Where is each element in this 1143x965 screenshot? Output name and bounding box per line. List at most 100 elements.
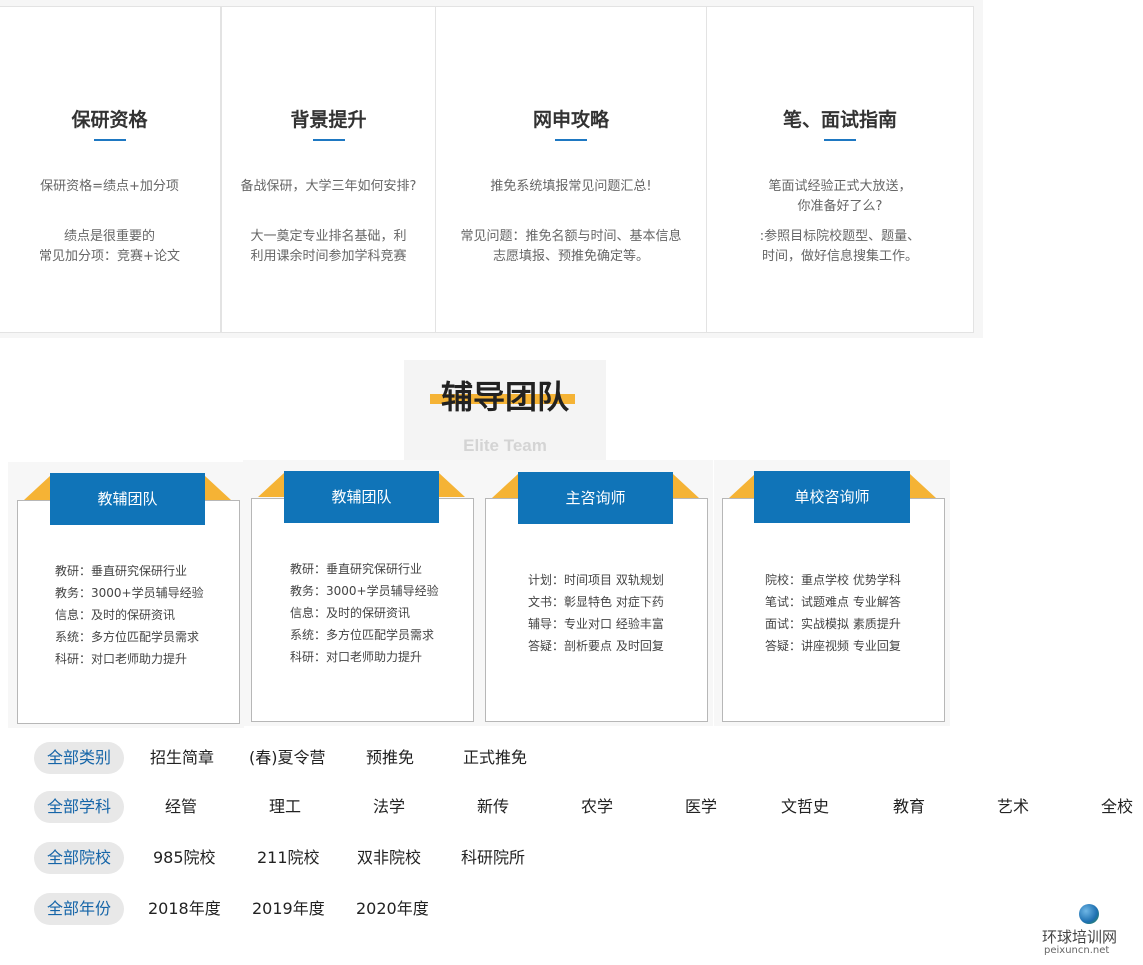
team-card-item: 科研：对口老师助力提升 — [55, 652, 188, 666]
team-section-title: 辅导团队 — [440, 378, 569, 416]
filter-option[interactable]: 农学 — [581, 797, 614, 816]
corner-tab-left — [24, 476, 50, 500]
team-section-subtitle: Elite Team — [463, 436, 547, 455]
team-card-title: 主咨询师 — [518, 472, 673, 524]
filter-option[interactable]: 211院校 — [257, 848, 320, 867]
feature-card-text: 大一奠定专业排名基础，利 — [250, 229, 407, 244]
team-section-heading: 辅导团队 Elite Team — [404, 360, 606, 462]
feature-card-text: 利用课余时间参加学科竞赛 — [250, 249, 407, 264]
team-card-body — [17, 500, 240, 724]
filter-option[interactable]: 新传 — [477, 797, 510, 816]
team-card-item: 文书：彰显特色 对症下药 — [528, 595, 664, 609]
filter-option[interactable]: 招生简章 — [150, 748, 215, 767]
team-card-item: 教研：垂直研究保研行业 — [290, 562, 423, 576]
corner-tab-left — [729, 474, 755, 498]
filter-option[interactable]: 985院校 — [153, 848, 216, 867]
feature-card-qualification[interactable]: 保研资格 保研资格=绩点+加分项 绩点是很重要的 常见加分项：竞赛+论文 — [0, 6, 221, 333]
filter-option[interactable]: 理工 — [269, 797, 302, 816]
feature-card-background[interactable]: 背景提升 备战保研，大学三年如何安排? 大一奠定专业排名基础，利 利用课余时间参… — [221, 6, 436, 333]
team-card-tutoring-1[interactable]: 教辅团队 教研：垂直研究保研行业 教务：3000+学员辅导经验 信息：及时的保研… — [8, 462, 244, 728]
filter-all-institution-button[interactable]: 全部院校 — [34, 842, 124, 874]
filter-row-category: 全部类别 招生简章 (春)夏令营 预推免 正式推免 — [0, 738, 1143, 778]
heading-highlight — [430, 394, 575, 404]
filter-row-year: 全部年份 2018年度 2019年度 2020年度 — [0, 889, 1143, 929]
feature-card-text: 常见加分项：竞赛+论文 — [39, 249, 180, 264]
filter-option[interactable]: 科研院所 — [461, 848, 526, 867]
filter-all-year-button[interactable]: 全部年份 — [34, 893, 124, 925]
team-card-item: 答疑：剖析要点 及时回复 — [528, 639, 664, 653]
filter-option[interactable]: 正式推免 — [463, 748, 528, 767]
filter-option[interactable]: 文哲史 — [781, 797, 830, 816]
filter-option[interactable]: 2020年度 — [356, 899, 429, 918]
corner-tab-right — [205, 476, 231, 500]
team-card-item: 答疑：讲座视频 专业回复 — [765, 639, 901, 653]
filter-option[interactable]: 艺术 — [997, 797, 1030, 816]
feature-card-exam-guide[interactable]: 笔、面试指南 笔面试经验正式大放送， 你准备好了么? :参照目标院校题型、题量、… — [706, 6, 974, 333]
title-underline — [824, 139, 856, 141]
team-card-item: 教务：3000+学员辅导经验 — [290, 584, 439, 598]
feature-card-text: 时间，做好信息搜集工作。 — [761, 249, 918, 264]
corner-tab-right — [673, 474, 699, 498]
filter-option[interactable]: 经管 — [165, 797, 198, 816]
feature-card-text: :参照目标院校题型、题量、 — [759, 229, 921, 244]
team-card-school-consultant[interactable]: 单校咨询师 院校：重点学校 优势学科 笔试：试题难点 专业解答 面试：实战模拟 … — [714, 460, 950, 726]
team-card-tutoring-2[interactable]: 教辅团队 教研：垂直研究保研行业 教务：3000+学员辅导经验 信息：及时的保研… — [243, 460, 479, 726]
filter-option[interactable]: 2019年度 — [252, 899, 325, 918]
filter-option[interactable]: 医学 — [685, 797, 718, 816]
watermark-url: peixuncn.net — [1044, 945, 1110, 956]
team-card-item: 教务：3000+学员辅导经验 — [55, 586, 204, 600]
team-card-body — [722, 498, 945, 722]
feature-card-title: 笔、面试指南 — [782, 109, 897, 131]
filter-all-category-button[interactable]: 全部类别 — [34, 742, 124, 774]
team-card-item: 辅导：专业对口 经验丰富 — [528, 617, 664, 631]
title-underline — [312, 139, 345, 141]
feature-card-text: 推免系统填报常见问题汇总! — [490, 179, 652, 194]
team-card-title: 教辅团队 — [284, 471, 439, 523]
feature-cards-section: 保研资格 保研资格=绩点+加分项 绩点是很重要的 常见加分项：竞赛+论文 背景提… — [0, 0, 983, 338]
filter-row-subject: 全部学科 经管 理工 法学 新传 农学 医学 文哲史 教育 艺术 全校 — [0, 787, 1143, 827]
filter-option[interactable]: (春)夏令营 — [249, 748, 326, 767]
feature-card-text: 志愿填报、预推免确定等。 — [492, 249, 649, 264]
feature-card-text: 备战保研，大学三年如何安排? — [240, 179, 417, 194]
filter-option[interactable]: 2018年度 — [148, 899, 221, 918]
team-card-title: 教辅团队 — [50, 473, 205, 525]
filter-option[interactable]: 法学 — [373, 797, 406, 816]
corner-tab-left — [492, 474, 518, 498]
team-card-item: 科研：对口老师助力提升 — [290, 650, 423, 664]
feature-card-text: 绩点是很重要的 — [63, 229, 155, 244]
team-card-item: 信息：及时的保研资讯 — [55, 608, 176, 622]
corner-tab-right — [910, 474, 936, 498]
filter-option[interactable]: 双非院校 — [357, 848, 422, 867]
filter-option[interactable]: 预推免 — [366, 748, 415, 767]
team-card-item: 系统：多方位匹配学员需求 — [290, 628, 435, 642]
title-underline — [555, 139, 587, 141]
feature-card-title: 背景提升 — [290, 109, 367, 131]
globe-icon — [1079, 904, 1099, 924]
feature-card-title: 保研资格 — [71, 109, 148, 131]
feature-card-text: 常见问题：推免名额与时间、基本信息 — [460, 229, 682, 244]
team-card-item: 院校：重点学校 优势学科 — [765, 573, 901, 587]
team-card-chief-consultant[interactable]: 主咨询师 计划：时间项目 双轨规划 文书：彰显特色 对症下药 辅导：专业对口 经… — [477, 460, 713, 726]
filter-all-subject-button[interactable]: 全部学科 — [34, 791, 124, 823]
feature-card-text: 你准备好了么? — [797, 199, 883, 214]
feature-card-text: 保研资格=绩点+加分项 — [40, 179, 179, 194]
watermark-name: 环球培训网 — [1042, 928, 1118, 946]
filter-option[interactable]: 教育 — [893, 797, 926, 816]
team-card-title: 单校咨询师 — [754, 471, 910, 523]
corner-tab-left — [258, 473, 284, 497]
team-card-item: 面试：实战模拟 素质提升 — [765, 617, 901, 631]
team-card-body — [251, 498, 474, 722]
team-card-body — [485, 498, 708, 722]
title-underline — [93, 139, 126, 141]
team-card-item: 教研：垂直研究保研行业 — [55, 564, 188, 578]
feature-card-text: 笔面试经验正式大放送， — [768, 179, 912, 194]
filter-row-institution: 全部院校 985院校 211院校 双非院校 科研院所 — [0, 838, 1143, 878]
team-card-item: 计划：时间项目 双轨规划 — [528, 573, 664, 587]
corner-tab-right — [439, 473, 465, 497]
filter-option[interactable]: 全校 — [1101, 797, 1134, 816]
site-watermark: 环球培训网 peixuncn.net — [1038, 904, 1138, 960]
team-card-item: 笔试：试题难点 专业解答 — [765, 595, 901, 609]
team-card-item: 信息：及时的保研资讯 — [290, 606, 411, 620]
feature-card-application[interactable]: 网申攻略 推免系统填报常见问题汇总! 常见问题：推免名额与时间、基本信息 志愿填… — [435, 6, 707, 333]
team-card-item: 系统：多方位匹配学员需求 — [55, 630, 200, 644]
